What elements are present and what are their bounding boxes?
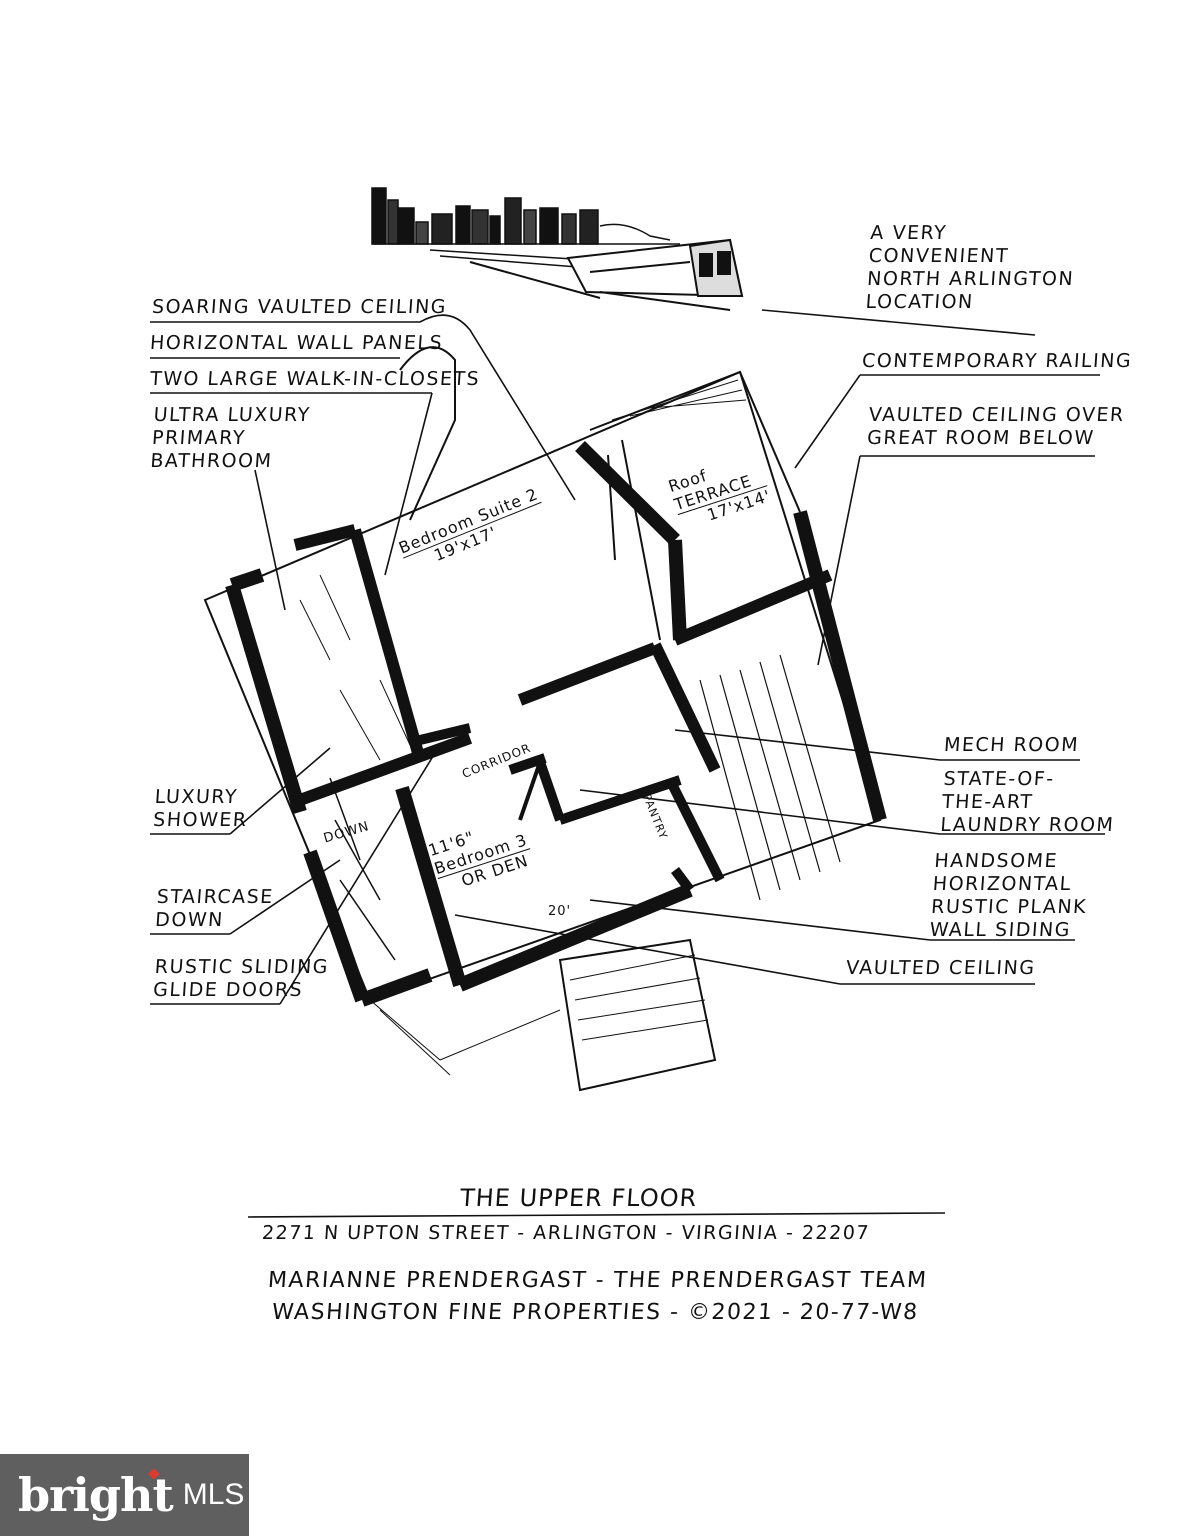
location-line: A VERY xyxy=(869,222,948,244)
glide-doors-line: GLIDE DOORS xyxy=(152,979,304,1001)
laundry-line: THE-ART xyxy=(941,791,1035,813)
skyline-illustration xyxy=(371,187,680,273)
location-callout: A VERY CONVENIENT NORTH ARLINGTON LOCATI… xyxy=(865,222,1078,314)
primary-bath-line: ULTRA LUXURY xyxy=(152,404,312,426)
wall-panels-label: HORIZONTAL WALL PANELS xyxy=(149,332,444,354)
leader-lines xyxy=(150,309,1105,1005)
train-icon xyxy=(469,238,744,311)
bright-mls-logo: bright MLS xyxy=(0,1454,249,1536)
siding-line: HANDSOME xyxy=(933,850,1059,872)
logo-suffix-text: MLS xyxy=(182,1478,245,1511)
shower-line: SHOWER xyxy=(152,809,249,831)
staircase-line: DOWN xyxy=(154,909,225,931)
siding-label: HANDSOME HORIZONTAL RUSTIC PLANK WALL SI… xyxy=(929,850,1091,942)
location-line: LOCATION xyxy=(864,291,975,313)
primary-bath-line: PRIMARY xyxy=(151,427,247,449)
great-room-ceiling-line: GREAT ROOM BELOW xyxy=(866,427,1096,449)
bed3-width-label: 20' xyxy=(548,904,572,919)
brokerage-credit: WASHINGTON FINE PROPERTIES - ©2021 - 20-… xyxy=(271,1300,920,1325)
shower-line: LUXURY xyxy=(154,786,239,808)
floor-plan xyxy=(203,346,887,1092)
soaring-ceiling-label: SOARING VAULTED CEILING xyxy=(151,296,448,318)
drawing-title: THE UPPER FLOOR xyxy=(459,1184,699,1212)
mech-room-label: MECH ROOM xyxy=(943,734,1080,756)
vaulted-ceiling-label: VAULTED CEILING xyxy=(845,957,1037,979)
shower-label: LUXURY SHOWER xyxy=(152,786,250,832)
great-room-ceiling-label: VAULTED CEILING OVER GREAT ROOM BELOW xyxy=(866,404,1125,450)
location-line: CONVENIENT xyxy=(868,245,1010,267)
property-address: 2271 N UPTON STREET - ARLINGTON - VIRGIN… xyxy=(261,1222,871,1244)
laundry-label: STATE-OF- THE-ART LAUNDRY ROOM xyxy=(940,768,1119,837)
logo-brand-text: bright xyxy=(18,1468,174,1522)
laundry-line: LAUNDRY ROOM xyxy=(939,814,1116,836)
agent-credit: MARIANNE PRENDERGAST - THE PRENDERGAST T… xyxy=(267,1268,929,1293)
glide-doors-label: RUSTIC SLIDING GLIDE DOORS xyxy=(152,956,329,1002)
location-line: NORTH ARLINGTON xyxy=(866,268,1075,290)
footer-rule xyxy=(247,1212,946,1218)
staircase-line: STAIRCASE xyxy=(156,886,275,908)
staircase-label: STAIRCASE DOWN xyxy=(154,886,274,932)
railing-label: CONTEMPORARY RAILING xyxy=(861,350,1133,372)
primary-bath-label: ULTRA LUXURY PRIMARY BATHROOM xyxy=(150,404,312,473)
siding-line: HORIZONTAL xyxy=(932,873,1073,895)
primary-bath-line: BATHROOM xyxy=(149,450,274,472)
glide-doors-line: RUSTIC SLIDING xyxy=(154,956,330,978)
walk-in-closets-label: TWO LARGE WALK-IN-CLOSETS xyxy=(149,368,481,390)
great-room-ceiling-line: VAULTED CEILING OVER xyxy=(868,404,1126,426)
laundry-line: STATE-OF- xyxy=(942,768,1056,790)
siding-line: WALL SIDING xyxy=(928,919,1072,941)
siding-line: RUSTIC PLANK xyxy=(930,896,1088,918)
